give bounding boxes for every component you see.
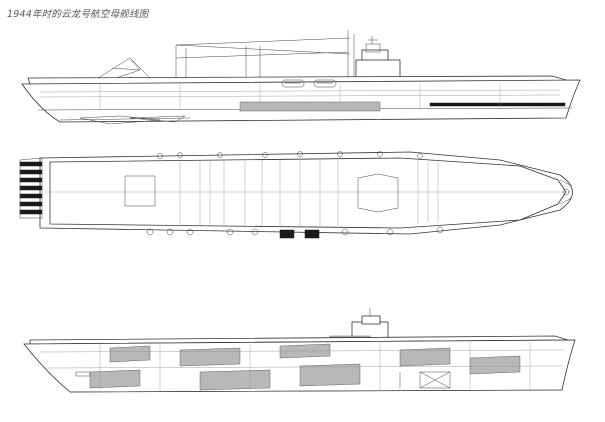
gun-sponsons-starboard [146,226,444,236]
hull-plating-lines [39,342,566,390]
stern-stripes [19,157,43,219]
bow-anchor [559,179,573,205]
arrester-wires [179,160,439,226]
deck-elevators [124,173,399,213]
antenna-rigging [175,30,355,80]
funnel-blocks [279,229,320,239]
boot-topping [429,102,566,107]
stern-hatch [75,371,91,377]
keel-line [69,389,563,393]
hull-profile [21,79,581,123]
hull-details [39,84,561,112]
island [355,36,401,79]
propeller-gear [59,115,191,125]
deck-plan-view [19,151,573,239]
side-profile-view [21,30,581,125]
gun-sponsons-port [157,151,423,159]
bow-crane [97,57,151,81]
camouflage-profile-view [23,308,576,393]
diagram-title: 1944年时的云龙号航空母舰线图 [7,9,149,20]
flight-deck-plan [49,157,567,229]
camouflage-pattern [89,343,521,391]
hangar-openings [281,79,337,88]
